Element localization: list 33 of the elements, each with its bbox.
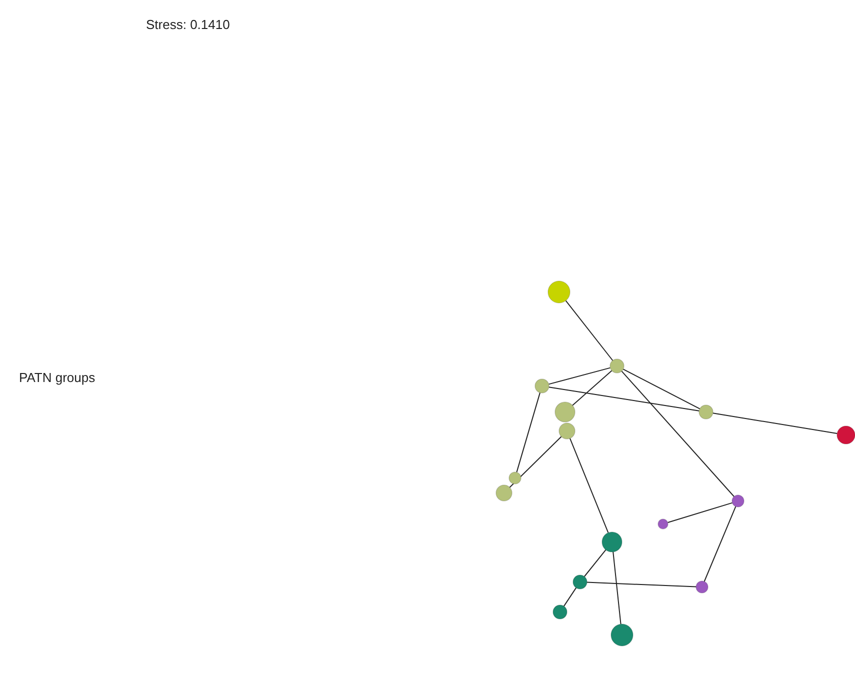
connector-line: [586, 582, 696, 588]
connector-line: [622, 368, 700, 410]
node-sphere: [610, 624, 634, 646]
node-sphere: [554, 402, 576, 422]
group-label: PATN groups: [19, 370, 96, 385]
node-sphere: [508, 472, 522, 484]
connector-line: [584, 549, 606, 577]
node-sphere: [698, 404, 714, 420]
node-sphere: [548, 280, 570, 304]
node-sphere: [496, 484, 512, 502]
connector-line: [548, 386, 700, 412]
connector-line: [509, 436, 562, 488]
node-sphere: [610, 358, 624, 374]
connector-line: [704, 506, 736, 582]
connector-line: [548, 367, 611, 385]
connector-line: [563, 587, 577, 607]
node-sphere: [534, 378, 550, 394]
connector-line: [712, 412, 838, 434]
connector-line: [572, 370, 612, 406]
node-sphere: [558, 422, 576, 440]
node-sphere: [658, 518, 668, 530]
stress-value: Stress: 0.1410: [146, 17, 230, 32]
connector-line: [516, 392, 540, 473]
node-sphere: [732, 494, 744, 508]
connector-line: [667, 502, 733, 523]
node-sphere: [552, 604, 568, 620]
node-sphere: [696, 580, 708, 594]
connector-line: [612, 551, 622, 625]
connector-line: [565, 300, 614, 361]
node-sphere: [602, 532, 622, 552]
connector-line: [621, 370, 734, 497]
connector-line: [570, 438, 609, 534]
node-sphere: [572, 574, 588, 590]
